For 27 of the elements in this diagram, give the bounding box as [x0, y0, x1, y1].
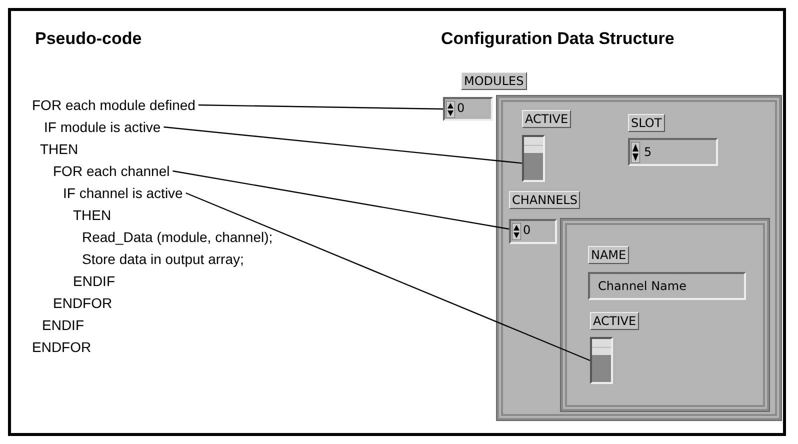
control-label: NAME: [588, 246, 630, 264]
code-line: ENDFOR: [32, 339, 92, 355]
leader-line: [164, 126, 522, 164]
control-label: MODULES: [461, 72, 527, 90]
code-line: FOR each module defined: [32, 97, 196, 113]
heading: Configuration Data Structure: [441, 29, 674, 49]
code-line: IF channel is active: [63, 185, 183, 201]
code-line: THEN: [73, 207, 112, 223]
code-line: IF module is active: [44, 119, 161, 135]
code-line: ENDIF: [73, 273, 115, 289]
index-field: 0: [509, 219, 557, 244]
control-label: CHANNELS: [509, 191, 580, 209]
numeric-field: 5: [628, 138, 718, 166]
leader-line: [198, 104, 443, 110]
control-label: ACTIVE: [522, 110, 572, 128]
text-field: Channel Name: [588, 272, 746, 300]
code-line: FOR each channel: [53, 163, 170, 179]
code-line: ENDFOR: [53, 295, 112, 311]
code-line: Read_Data (module, channel);: [82, 229, 273, 245]
code-line: THEN: [40, 141, 78, 157]
control-label: SLOT: [628, 114, 665, 132]
leader-line: [186, 192, 590, 362]
code-line: ENDIF: [42, 317, 84, 333]
heading: Pseudo-code: [35, 29, 142, 49]
index-field: 0: [443, 97, 493, 121]
code-line: Store data in output array;: [82, 251, 244, 267]
control-label: ACTIVE: [590, 312, 640, 330]
